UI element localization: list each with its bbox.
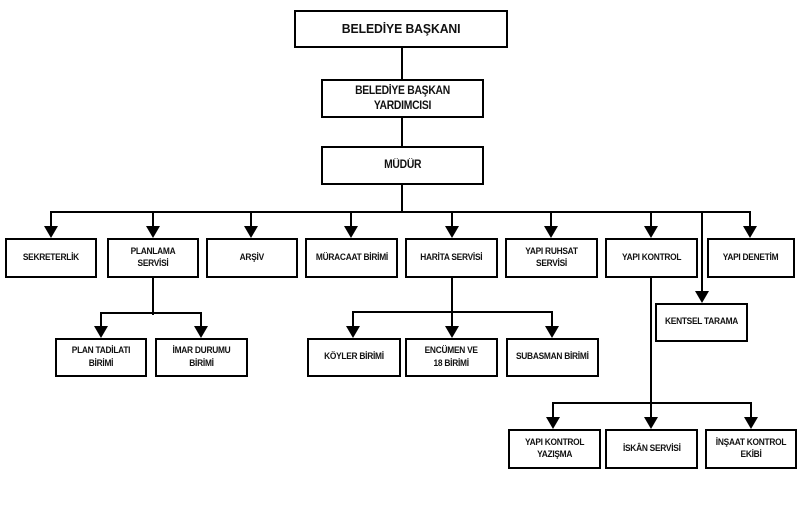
- org-node-yapi-denetim: YAPI DENETİM: [707, 238, 795, 278]
- arrow-down-icon: [544, 226, 558, 238]
- org-node-label-insaat-kontrol-ekibi: İNŞAAT KONTROL EKİBİ: [715, 436, 787, 460]
- connector-line-planlama-to-bus: [152, 278, 154, 315]
- org-node-label-arsiv: ARŞİV: [239, 251, 265, 263]
- arrow-stem-harita-servisi: [451, 212, 453, 227]
- org-node-label-kentsel-tarama: KENTSEL TARAMA: [664, 316, 739, 328]
- org-node-label-sekreterlik: SEKRETERLİK: [22, 251, 80, 263]
- org-node-harita-servisi: HARİTA SERVİSİ: [405, 238, 498, 278]
- org-node-label-koyler-birimi: KÖYLER BİRİMİ: [324, 351, 384, 363]
- org-node-belediye-baskan-yardimcisi: BELEDİYE BAŞKAN YARDIMCISI: [321, 79, 484, 118]
- org-node-plan-tadilati-birimi: PLAN TADİLATI BİRİMİ: [55, 338, 147, 377]
- connector-line-harita-to-bus: [451, 278, 453, 314]
- arrow-stem-subasman-birimi: [551, 312, 553, 327]
- org-node-yapi-ruhsat-servisi: YAPI RUHSAT SERVİSİ: [505, 238, 598, 278]
- org-node-label-mudur: MÜDÜR: [383, 159, 422, 172]
- org-node-label-yapi-kontrol: YAPI KONTROL: [621, 251, 682, 263]
- org-node-sekreterlik: SEKRETERLİK: [5, 238, 97, 278]
- org-node-iskan-servisi: İSKÂN SERVİSİ: [605, 429, 698, 469]
- org-node-encumen-ve-18-birimi: ENCÜMEN VE 18 BİRİMİ: [405, 338, 498, 377]
- arrow-down-icon: [546, 417, 560, 429]
- arrow-down-icon: [743, 226, 757, 238]
- arrow-down-icon: [344, 226, 358, 238]
- arrow-down-icon: [244, 226, 258, 238]
- arrow-stem-yapi-ruhsat-servisi: [550, 212, 552, 227]
- connector-line-yardimcisi-to-mudur: [401, 118, 403, 146]
- arrow-stem-iskan-servisi: [650, 403, 652, 418]
- org-node-label-yapi-kontrol-yazisma: YAPI KONTROL YAZIŞMA: [524, 436, 585, 460]
- arrow-stem-imar-durumu-birimi: [200, 313, 202, 327]
- org-node-label-iskan-servisi: İSKÂN SERVİSİ: [622, 442, 681, 454]
- arrow-stem-yapi-kontrol-yazisma: [552, 403, 554, 418]
- org-node-planlama-servisi: PLANLAMA SERVİSİ: [107, 238, 199, 278]
- connector-line-baskani-to-yardimcisi: [401, 48, 403, 79]
- org-node-mudur: MÜDÜR: [321, 146, 484, 185]
- connector-line-main-bus: [50, 211, 751, 213]
- org-node-belediye-baskani: BELEDİYE BAŞKANI: [294, 10, 508, 48]
- arrow-stem-yapi-kontrol: [650, 212, 652, 227]
- arrow-down-icon: [695, 291, 709, 303]
- org-node-label-encumen-ve-18-birimi: ENCÜMEN VE 18 BİRİMİ: [424, 345, 479, 369]
- arrow-down-icon: [744, 417, 758, 429]
- connector-line-yapi-kontrol-to-bus: [650, 278, 652, 405]
- org-node-muracaat-birimi: MÜRACAAT BİRİMİ: [305, 238, 398, 278]
- arrow-stem-sekreterlik: [50, 212, 52, 227]
- arrow-down-icon: [644, 226, 658, 238]
- org-node-insaat-kontrol-ekibi: İNŞAAT KONTROL EKİBİ: [705, 429, 797, 469]
- arrow-down-icon: [44, 226, 58, 238]
- arrow-down-icon: [194, 326, 208, 338]
- org-node-subasman-birimi: SUBASMAN BİRİMİ: [506, 338, 599, 377]
- org-node-label-plan-tadilati-birimi: PLAN TADİLATI BİRİMİ: [71, 345, 131, 369]
- org-node-label-belediye-baskan-yardimcisi: BELEDİYE BAŞKAN YARDIMCISI: [355, 84, 450, 112]
- arrow-stem-kentsel-tarama: [701, 212, 703, 292]
- arrow-stem-encumen-ve-18-birimi: [451, 312, 453, 327]
- connector-line-mudur-to-main-bus: [401, 185, 403, 213]
- arrow-down-icon: [445, 326, 459, 338]
- arrow-down-icon: [545, 326, 559, 338]
- org-node-label-muracaat-birimi: MÜRACAAT BİRİMİ: [315, 251, 388, 263]
- arrow-stem-koyler-birimi: [352, 312, 354, 327]
- arrow-stem-planlama-servisi: [152, 212, 154, 227]
- org-node-label-belediye-baskani: BELEDİYE BAŞKANI: [341, 20, 461, 36]
- connector-line-planlama-bus: [100, 312, 202, 314]
- arrow-stem-yapi-denetim: [749, 212, 751, 227]
- connector-line-bottom-bus: [552, 402, 752, 404]
- arrow-stem-insaat-kontrol-ekibi: [750, 403, 752, 418]
- org-node-label-imar-durumu-birimi: İMAR DURUMU BİRİMİ: [172, 345, 231, 369]
- arrow-down-icon: [445, 226, 459, 238]
- org-node-yapi-kontrol: YAPI KONTROL: [605, 238, 698, 278]
- org-node-label-yapi-ruhsat-servisi: YAPI RUHSAT SERVİSİ: [525, 245, 578, 269]
- org-node-imar-durumu-birimi: İMAR DURUMU BİRİMİ: [155, 338, 248, 377]
- org-node-label-planlama-servisi: PLANLAMA SERVİSİ: [130, 245, 176, 269]
- arrow-down-icon: [346, 326, 360, 338]
- arrow-down-icon: [644, 417, 658, 429]
- arrow-down-icon: [94, 326, 108, 338]
- arrow-down-icon: [146, 226, 160, 238]
- arrow-stem-arsiv: [250, 212, 252, 227]
- org-node-label-subasman-birimi: SUBASMAN BİRİMİ: [516, 351, 589, 363]
- org-node-label-yapi-denetim: YAPI DENETİM: [723, 251, 779, 263]
- arrow-stem-plan-tadilati-birimi: [100, 313, 102, 327]
- org-node-arsiv: ARŞİV: [206, 238, 298, 278]
- org-node-kentsel-tarama: KENTSEL TARAMA: [655, 303, 748, 342]
- org-node-label-harita-servisi: HARİTA SERVİSİ: [420, 251, 483, 263]
- org-node-koyler-birimi: KÖYLER BİRİMİ: [307, 338, 401, 377]
- org-node-yapi-kontrol-yazisma: YAPI KONTROL YAZIŞMA: [508, 429, 601, 469]
- arrow-stem-muracaat-birimi: [350, 212, 352, 227]
